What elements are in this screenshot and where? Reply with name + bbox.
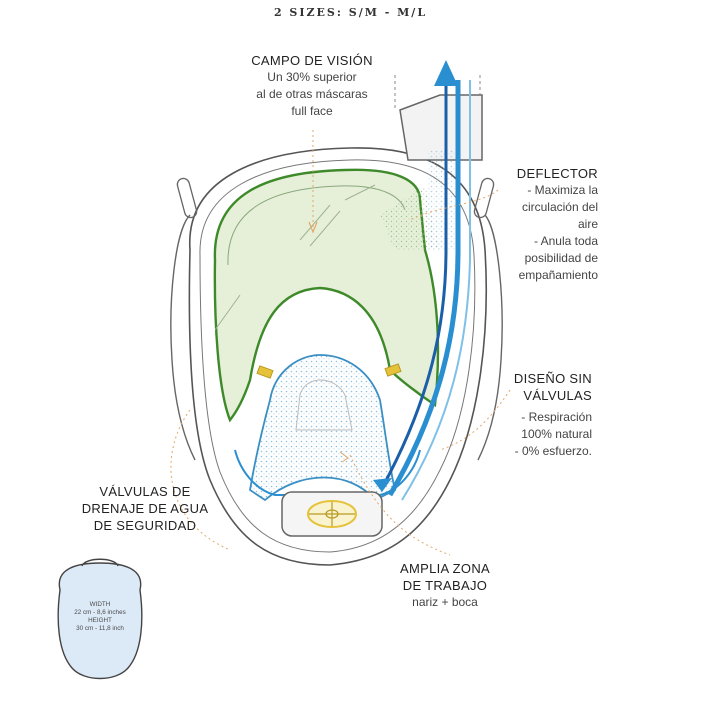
- mask-inner-shell: [199, 159, 476, 553]
- valvulas-heading-3: DE SEGURIDAD: [93, 518, 197, 533]
- amplia-label: AMPLIA ZONA DE TRABAJO nariz + boca: [380, 560, 510, 611]
- snorkel-tube-mist: [428, 150, 458, 250]
- height-value: 30 cm - 11,8 inch: [76, 625, 124, 632]
- deflector-line-5: posibilidad de: [524, 251, 598, 265]
- sizes-title: 2 SIZES: S/M - M/L: [273, 6, 428, 19]
- annotation-line-amplia: [349, 454, 451, 556]
- air-tube-back: [401, 80, 471, 501]
- amplia-heading-2: DE TRABAJO: [402, 578, 488, 593]
- left-valve: [256, 365, 274, 379]
- deflector-line-3: aire: [577, 217, 598, 231]
- diseno-line-3: - 0% esfuerzo.: [514, 444, 592, 458]
- arrow-up-icon: [434, 60, 458, 86]
- diseno-label: DISEÑO SIN VÁLVULAS - Respiración 100% n…: [498, 370, 592, 460]
- deflector-line-6: empañamiento: [518, 268, 598, 282]
- valvulas-label: VÁLVULAS DE DRENAJE DE AGUA DE SEGURIDAD: [70, 483, 220, 534]
- right-valve: [384, 363, 402, 377]
- mask-outer-shell: [188, 147, 487, 566]
- deflector-line-2: circulación del: [521, 200, 598, 214]
- deflector-heading: DEFLECTOR: [516, 166, 598, 181]
- width-label: WIDTH: [89, 601, 111, 608]
- nose-mouth-zone: [249, 354, 397, 502]
- diseno-line-1: - Respiración: [521, 410, 592, 424]
- valvulas-heading-2: DRENAJE DE AGUA: [81, 501, 209, 516]
- valvulas-heading-1: VÁLVULAS DE: [99, 484, 191, 499]
- deflector-label: DEFLECTOR - Maximiza la circulación del …: [488, 165, 598, 284]
- width-value: 22 cm - 8,6 inches: [74, 609, 126, 616]
- snorkel-top: [399, 94, 483, 161]
- right-clip: [473, 177, 495, 219]
- size-card-text: WIDTH 22 cm - 8,6 inches HEIGHT 30 cm - …: [58, 601, 142, 633]
- deflector-line-4: - Anula toda: [533, 234, 598, 248]
- amplia-line-1: nariz + boca: [412, 595, 478, 609]
- campo-line-2: al de otras máscaras: [256, 87, 368, 101]
- amplia-heading-1: AMPLIA ZONA: [400, 561, 490, 576]
- annotation-line-diseno: [439, 389, 511, 451]
- height-label: HEIGHT: [88, 617, 112, 624]
- campo-label: CAMPO DE VISIÓN Un 30% superior al de ot…: [232, 52, 392, 120]
- size-outline-icon: [57, 562, 143, 680]
- left-strap: [170, 214, 196, 461]
- nose-shape: [295, 379, 353, 431]
- campo-line-3: full face: [291, 104, 333, 118]
- right-strap: [477, 214, 503, 461]
- lens-inner-line: [227, 185, 406, 266]
- diseno-heading-1: DISEÑO SIN: [513, 371, 592, 386]
- air-tube-inner: [380, 80, 448, 489]
- campo-heading: CAMPO DE VISIÓN: [251, 53, 373, 68]
- deflector-line-1: - Maximiza la: [527, 183, 598, 197]
- left-clip: [176, 177, 198, 219]
- diseno-line-2: 100% natural: [521, 427, 592, 441]
- diseno-heading-2: VÁLVULAS: [523, 388, 592, 403]
- air-tube-outer: [387, 80, 461, 497]
- campo-line-1: Un 30% superior: [267, 70, 357, 84]
- deflector-mist: [380, 185, 440, 250]
